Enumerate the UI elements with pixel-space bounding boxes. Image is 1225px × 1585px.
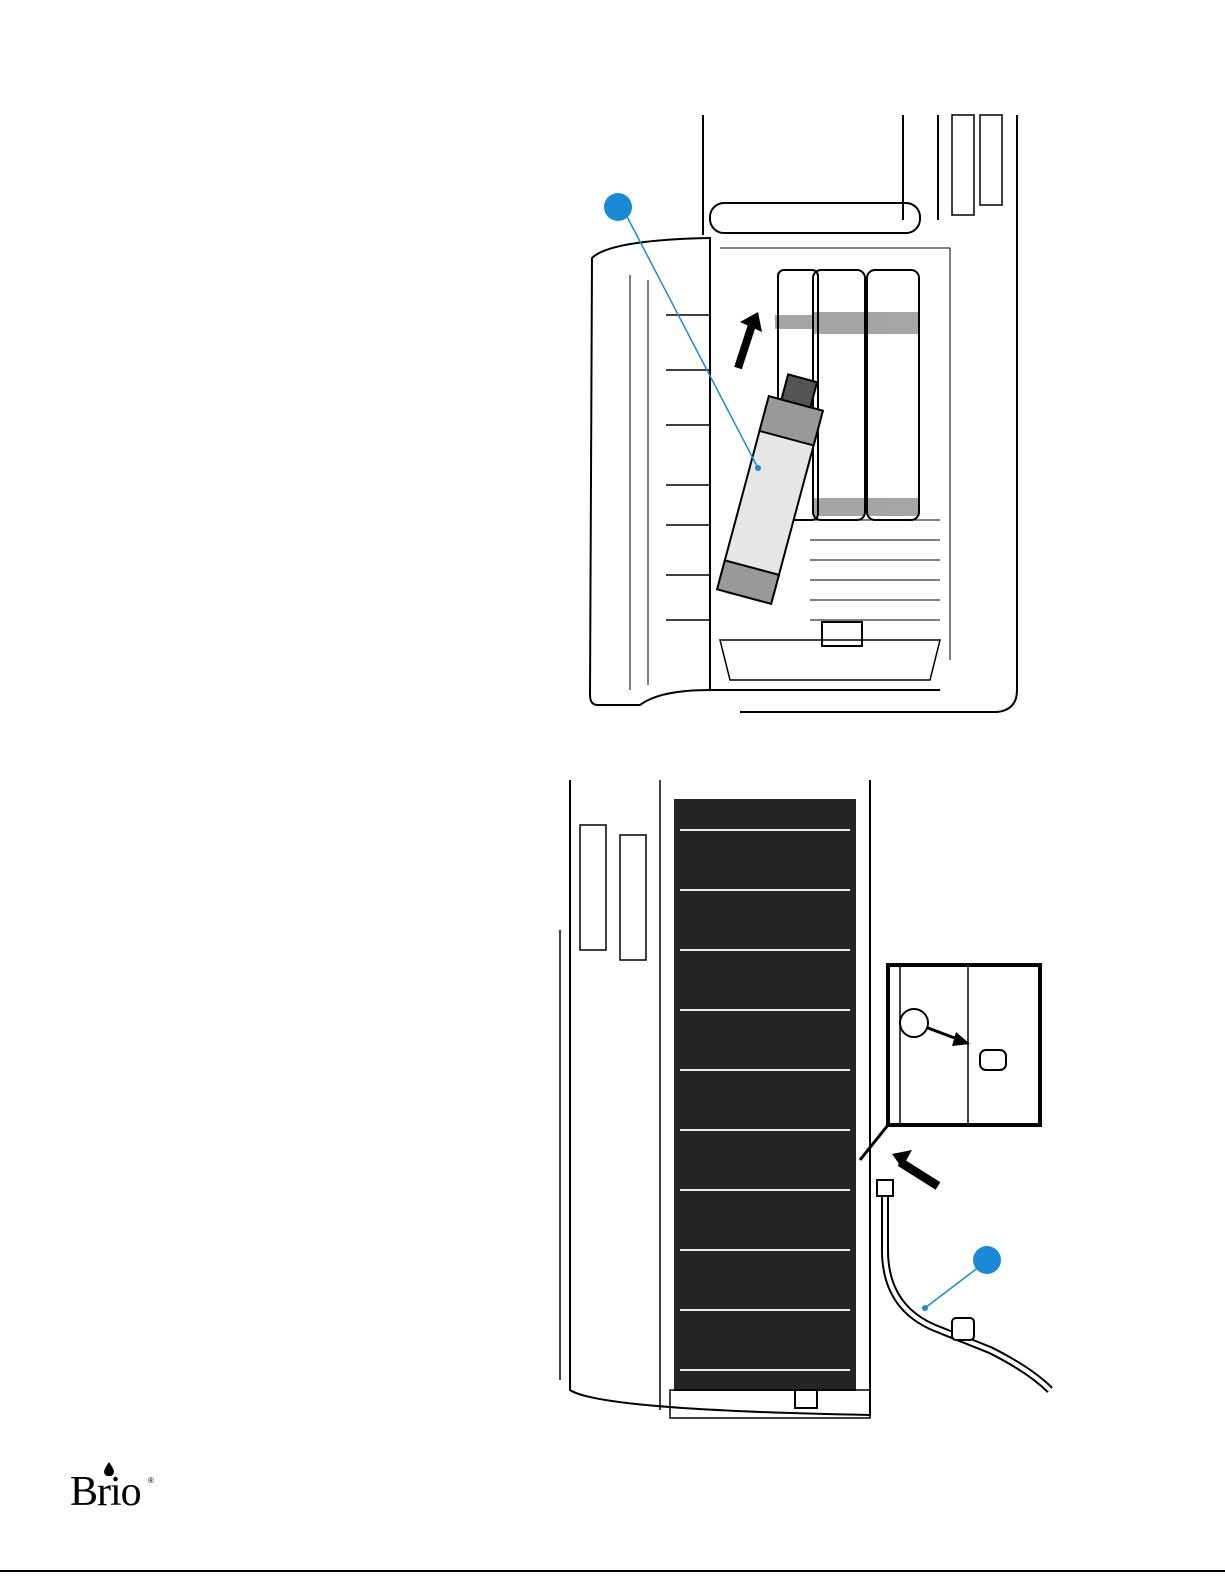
brio-logo: Brio ®	[70, 1462, 190, 1522]
registered-mark: ®	[148, 1476, 154, 1485]
interior-grill-icon	[810, 520, 940, 620]
power-socket-icon	[795, 1390, 817, 1408]
rear-water-inlet-illustration	[540, 770, 1060, 1430]
vent-slots-icon	[952, 115, 1002, 215]
control-panel-icon	[710, 203, 920, 233]
open-cabinet-door-icon	[590, 238, 710, 705]
vent-slots-icon	[580, 825, 646, 960]
brand-name: Brio	[70, 1468, 141, 1516]
filter-replacement-illustration	[570, 100, 1030, 730]
arrow-left-icon	[892, 1150, 938, 1186]
arrow-up-icon	[738, 312, 762, 368]
plug-removal-inset	[860, 965, 1040, 1160]
condenser-coil-icon	[675, 800, 855, 1390]
water-line-tube-icon	[877, 1180, 1050, 1390]
valve-fitting-icon	[822, 622, 862, 646]
callout-marker-icon	[922, 1246, 1001, 1311]
footer-rule	[0, 1570, 1225, 1572]
